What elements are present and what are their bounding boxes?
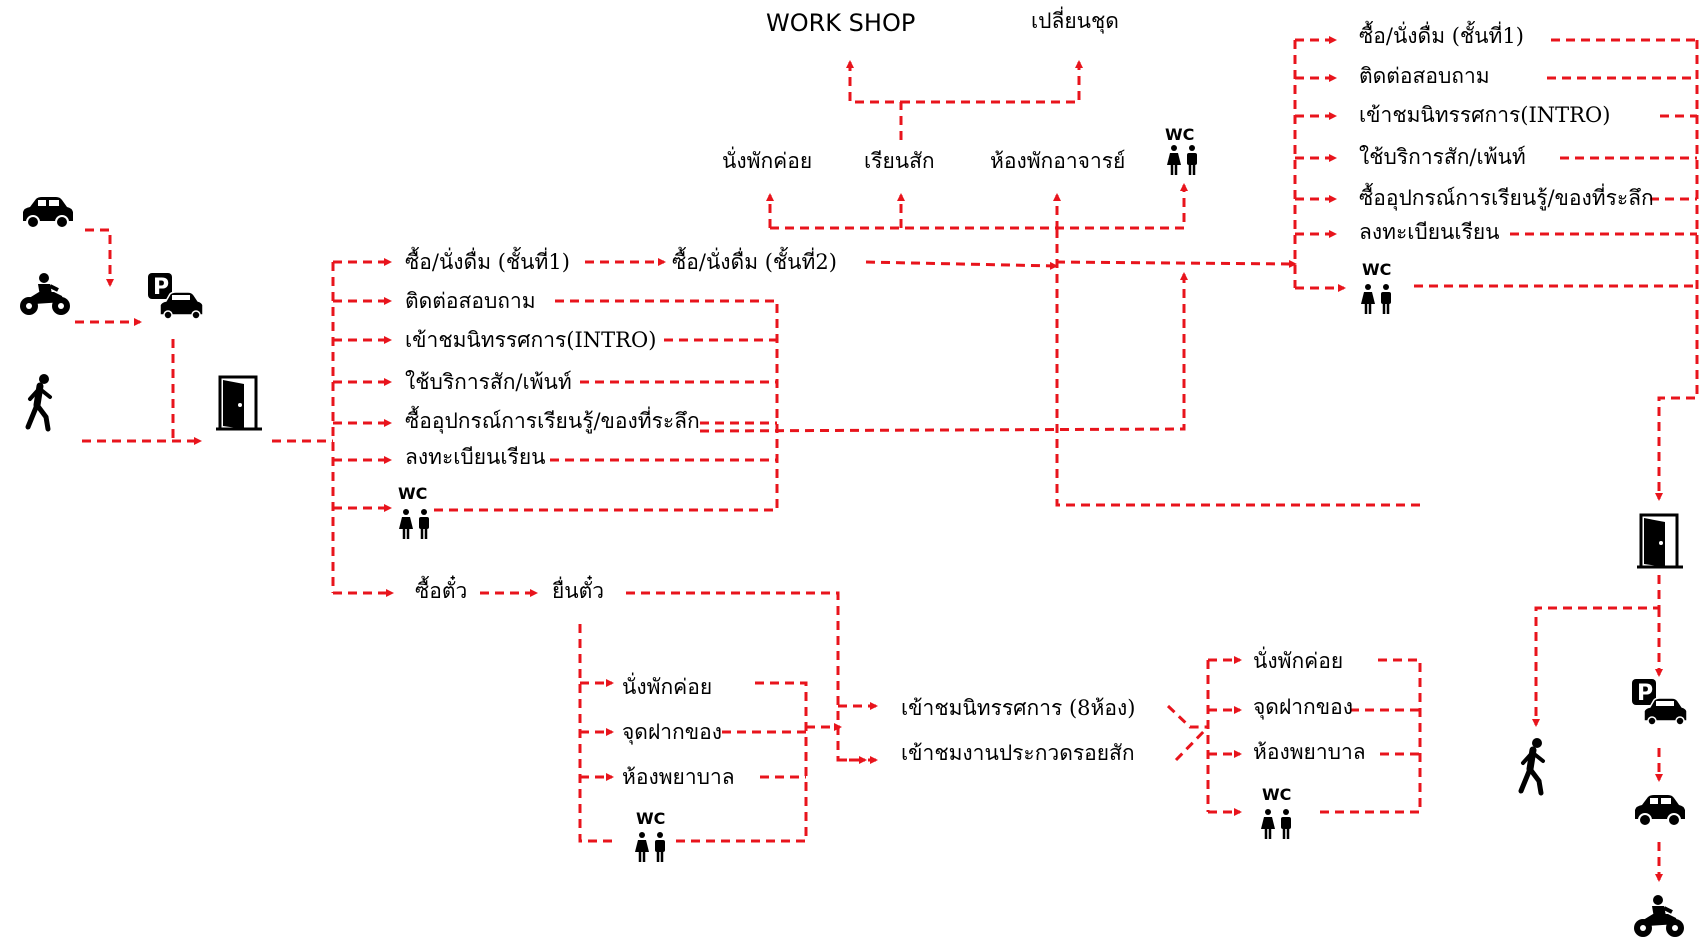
nurse-label: ห้องพยาบาล <box>622 765 735 789</box>
transport-icons <box>18 143 1688 939</box>
rest-label: นั่งพักค่อย <box>722 149 813 173</box>
wc-label: WC <box>398 484 428 503</box>
contact-label: ติดต่อสอบถาม <box>1359 64 1490 88</box>
wc-label: WC <box>1165 125 1195 144</box>
flow-connector <box>85 228 114 287</box>
car-icon <box>1634 794 1686 827</box>
submit-ticket-label: ยื่นตั๋ว <box>552 579 605 603</box>
restroom-icon <box>1359 282 1393 316</box>
intro-label: เข้าชมนิทรรศการ(INTRO) <box>1359 103 1611 127</box>
locker-label: จุดฝากของ <box>622 720 722 744</box>
wc-label: WC <box>1262 785 1292 804</box>
buy-drink-f1-label: ซื้อ/นั่งดื่ม (ชั้นที่1) <box>405 250 570 274</box>
flow-connector <box>1655 40 1699 501</box>
motorcycle-icon <box>18 271 72 317</box>
flow-connector <box>846 60 903 140</box>
buy-ticket-label: ซื้อตั๋ว <box>415 579 468 603</box>
register-label: ลงทะเบียนเรียน <box>405 445 546 469</box>
tattoo-service-label: ใช้บริการสัก/เพ้นท์ <box>1359 145 1526 169</box>
wc-label: WC <box>636 809 666 828</box>
buy-drink-f1-label: ซื้อ/นั่งดื่ม (ชั้นที่1) <box>1359 24 1524 48</box>
learn-tattoo-label: เรียนสัก <box>864 149 935 173</box>
tattoo-service-label: ใช้บริการสัก/เพ้นท์ <box>405 370 572 394</box>
flow-connector <box>578 624 612 843</box>
rest-label: นั่งพักค่อย <box>1253 649 1344 673</box>
restroom-icon <box>633 830 667 864</box>
teacher-room-label: ห้องพักอาจารย์ <box>990 149 1126 173</box>
car-icon <box>22 196 74 229</box>
restroom-icon <box>1259 807 1293 841</box>
motorcycle-icon <box>1632 893 1686 939</box>
flow-connector <box>1532 575 1661 727</box>
flow-connector <box>670 681 808 843</box>
flow-connector <box>699 272 1188 433</box>
workshop-label: WORK SHOP <box>766 9 916 37</box>
walking-person-icon <box>28 374 50 429</box>
flow-connector <box>901 60 1083 104</box>
door-exit-icon <box>214 375 264 431</box>
parking-icon <box>1631 678 1688 726</box>
exhibition-8-rooms-label: เข้าชมนิทรรศการ (8ห้อง) <box>901 696 1136 720</box>
flow-connector <box>770 183 1188 230</box>
intro-label: เข้าชมนิทรรศการ(INTRO) <box>405 328 657 352</box>
change-clothes-label: เปลี่ยนชุด <box>1031 9 1119 33</box>
wc-label: WC <box>1362 260 1392 279</box>
flow-connector <box>1055 259 1297 268</box>
parking-icon <box>147 272 204 320</box>
restroom-icon <box>397 507 431 541</box>
contact-label: ติดต่อสอบถาม <box>405 289 536 313</box>
souvenir-label: ซื้ออุปกรณ์การเรียนรู้/ของที่ระลึก <box>1359 186 1654 210</box>
flow-connector <box>626 591 867 764</box>
buy-drink-f2-label: ซื้อ/นั่งดื่ม (ชั้นที่2) <box>672 250 837 274</box>
walking-person-icon <box>1521 738 1543 793</box>
tattoo-contest-label: เข้าชมงานประกวดรอยสัก <box>901 741 1135 765</box>
flow-connector <box>1166 704 1208 729</box>
flow-connector <box>865 260 1058 270</box>
nurse-label: ห้องพยาบาล <box>1253 740 1366 764</box>
flow-connector <box>1055 230 1420 507</box>
flow-connector <box>432 299 779 512</box>
souvenir-label: ซื้ออุปกรณ์การเรียนรู้/ของที่ระลึก <box>405 409 700 433</box>
door-exit-icon <box>1635 513 1685 569</box>
restroom-icon <box>1165 143 1199 177</box>
rest-label: นั่งพักค่อย <box>622 675 713 699</box>
locker-label: จุดฝากของ <box>1253 695 1353 719</box>
flow-connector <box>1320 658 1422 814</box>
flow-connector <box>1174 725 1210 762</box>
register-label: ลงทะเบียนเรียน <box>1359 220 1500 244</box>
